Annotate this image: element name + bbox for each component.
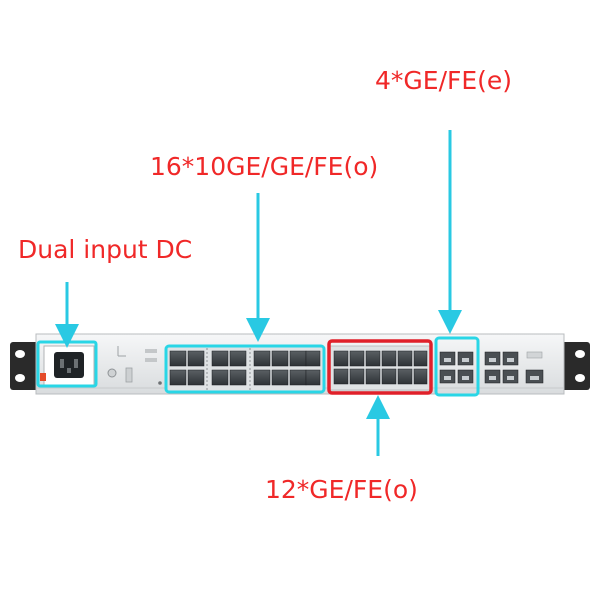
label-dual-input-dc: Dual input DC [18, 235, 193, 264]
label-12-ge-optical-ports: 12*GE/FE(o) [265, 475, 418, 504]
front-panel-details [107, 346, 162, 385]
management-port-block [484, 351, 544, 384]
label-16-10ge-ports: 16*10GE/GE/FE(o) [150, 152, 379, 181]
sfp-port-block [329, 345, 431, 391]
dc-power-inlet [40, 345, 95, 387]
sfp-ge-highlight [327, 339, 433, 395]
rack-ear-right [560, 342, 590, 390]
label-4-ge-electrical-ports: 4*GE/FE(e) [375, 66, 513, 95]
rack-ear-left [10, 342, 40, 390]
rj45-combo-port-block [439, 351, 474, 384]
rj45-highlight [434, 336, 480, 397]
sfp-plus-highlight [164, 344, 326, 394]
sfp-plus-port-block [165, 346, 325, 392]
